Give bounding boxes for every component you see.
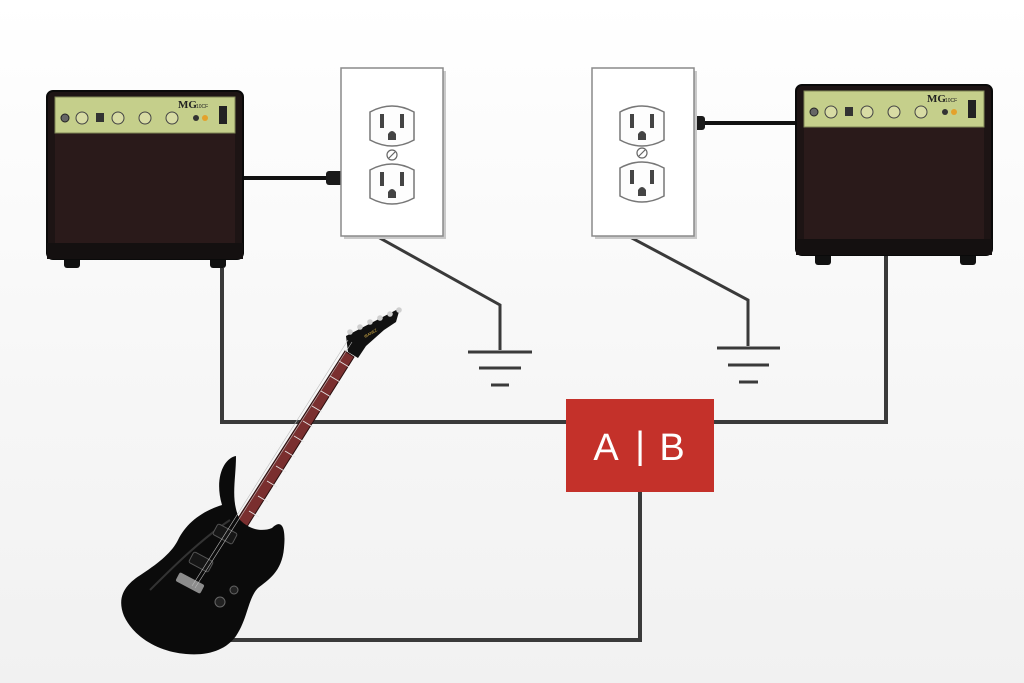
guitar-knobs [214, 585, 239, 608]
guitar-strings [191, 339, 353, 589]
electric-guitar: IBANEZ [121, 307, 402, 655]
outlet-right [591, 67, 697, 239]
amp-model-label: 10CF [945, 98, 957, 104]
amp-control-panel: MG 10CF [54, 96, 236, 134]
amplifier-left: MG 10CF [46, 90, 244, 268]
signal-wires [220, 235, 888, 642]
wire-switch-to-guitar [220, 491, 642, 642]
wire-right-amp-to-switch [713, 254, 888, 424]
ground-symbol-left [468, 350, 532, 387]
ground-symbol-right [717, 346, 780, 384]
outlet-socket-lower [369, 163, 415, 205]
outlet-socket-upper [619, 105, 665, 147]
guitar-bridge [175, 572, 205, 594]
guitar-headstock-logo: IBANEZ [363, 327, 378, 339]
outlet-screw [636, 147, 648, 159]
guitar-neck [232, 350, 355, 534]
amp-model-label: 10CF [196, 104, 208, 110]
outlet-socket-lower [619, 161, 665, 203]
outlet-left [340, 67, 446, 239]
ab-switch-label-b: B [659, 427, 684, 469]
amp-brand-label: MG [927, 93, 946, 105]
wire-left-amp-to-switch [220, 268, 567, 424]
guitar-headstock: IBANEZ [346, 307, 402, 358]
wire-left-outlet-to-ground [377, 235, 502, 350]
amp-brand-label: MG [178, 99, 197, 111]
wire-right-outlet-to-ground [629, 235, 750, 346]
amp-control-panel: MG 10CF [803, 90, 985, 128]
amplifier-right: MG 10CF [795, 84, 993, 265]
outlet-screw [386, 149, 398, 161]
ab-switch-box: A | B [566, 399, 714, 492]
ab-switch-label-a: A [593, 427, 619, 469]
outlet-socket-upper [369, 105, 415, 147]
ab-switch-divider: | [635, 425, 645, 467]
